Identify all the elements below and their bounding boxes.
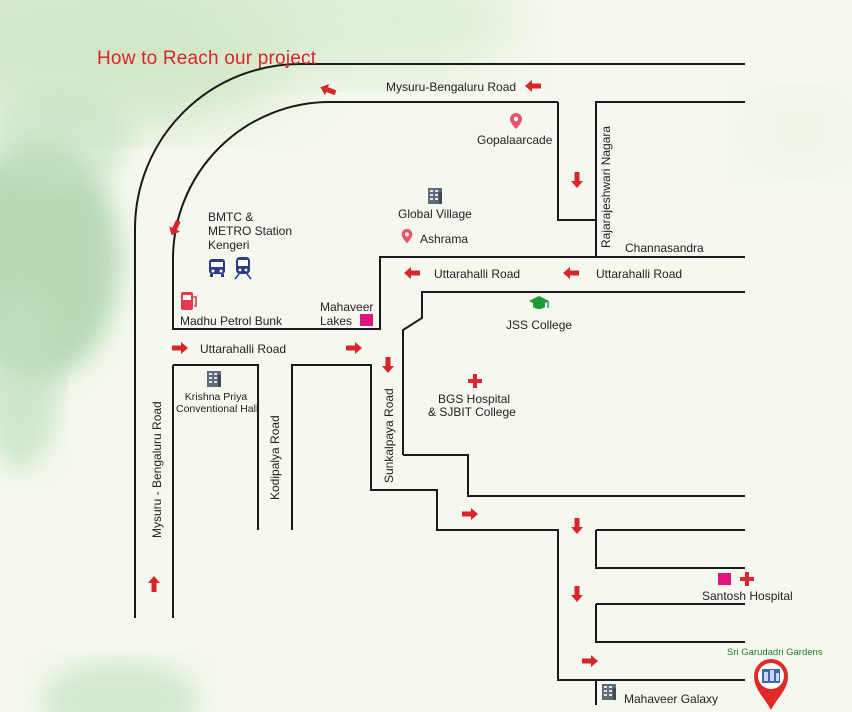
arrow-down-sunkalpaya	[382, 357, 394, 373]
label-uttarahalli-road-left: Uttarahalli Road	[200, 342, 287, 356]
arrow-right-galaxy	[582, 655, 598, 667]
bus-icon	[209, 259, 225, 277]
label-bmtc-line1: BMTC &	[208, 210, 254, 224]
arrow-up-mysuru	[148, 576, 160, 592]
arrow-right-uttarahalli-left	[172, 342, 188, 354]
label-uttarahalli-road-right: Uttarahalli Road	[596, 267, 683, 281]
label-uttarahalli-road-mid: Uttarahalli Road	[434, 267, 521, 281]
label-channasandra: Channasandra	[625, 241, 704, 255]
hospital-cross-icon	[468, 374, 482, 388]
label-bgs-line2: & SJBIT College	[428, 405, 516, 419]
road-mysuru-bengaluru-inner	[172, 101, 745, 330]
label-kodipalya-road: Kodipalya Road	[268, 415, 282, 500]
road-rajarajeshwari-west	[557, 102, 596, 221]
label-mahaveer-lakes-line1: Mahaveer	[320, 300, 374, 314]
label-bgs-line1: BGS Hospital	[438, 392, 511, 406]
label-sri-garudadri-gardens: Sri Garudadri Gardens	[727, 647, 823, 658]
label-santosh-hospital: Santosh Hospital	[702, 589, 793, 603]
label-krishna-priya-line2: Conventional Hall	[176, 403, 259, 415]
map-title: How to Reach our project	[97, 48, 317, 69]
arrow-right-lower	[462, 508, 478, 520]
building-icon	[602, 684, 616, 700]
arrow-left-curve	[318, 81, 338, 99]
arrow-left-uttarahalli-right	[563, 267, 579, 279]
road-sunkalpaya-inner	[403, 454, 745, 497]
fuel-pump-icon	[181, 292, 197, 310]
label-mahaveer-lakes-line2: Lakes	[320, 314, 353, 328]
building-icon	[428, 188, 442, 204]
label-sunkalpaya-road: Sunkalpaya Road	[382, 388, 396, 483]
road-sunkalpaya-west	[402, 291, 745, 455]
label-rajarajeshwari-nagara: Rajarajeshwari Nagara	[599, 125, 613, 248]
label-jss-college: JSS College	[506, 318, 573, 332]
santosh-hospital-marker	[718, 573, 731, 585]
arrow-right-uttarahalli-end	[346, 342, 362, 354]
arrow-down-rr	[571, 172, 583, 188]
location-pin-icon	[510, 113, 522, 129]
road-kodipalya	[291, 364, 745, 681]
arrow-down-lower-2	[571, 586, 583, 602]
graduation-cap-icon	[529, 296, 549, 309]
road-lines	[134, 63, 745, 705]
arrow-left-top	[525, 80, 541, 92]
label-mysuru-bengaluru-vertical: Mysuru - Bengaluru Road	[150, 401, 164, 538]
label-bmtc-line3: Kengeri	[208, 238, 250, 252]
location-pin-icon	[401, 228, 413, 244]
road-uttarahalli-mid	[173, 364, 259, 530]
road-mysuru-bengaluru-outer	[134, 63, 745, 618]
label-madhu-petrol-bunk: Madhu Petrol Bunk	[180, 314, 283, 328]
label-global-village: Global Village	[398, 207, 472, 221]
label-mahaveer-galaxy: Mahaveer Galaxy	[624, 692, 719, 706]
label-mysuru-bengaluru-road: Mysuru-Bengaluru Road	[386, 80, 517, 94]
project-marker-icon	[754, 659, 788, 710]
mahaveer-lakes-marker	[360, 314, 373, 326]
label-gopalaarcade: Gopalaarcade	[477, 133, 553, 147]
hospital-cross-icon	[740, 572, 754, 586]
road-rajarajeshwari-east	[595, 101, 745, 220]
building-icon	[207, 371, 221, 387]
road-santosh-block	[595, 529, 745, 569]
label-bmtc-line2: METRO Station	[208, 224, 293, 238]
label-ashrama: Ashrama	[420, 232, 469, 246]
metro-train-icon	[234, 257, 252, 280]
road-galaxy-block	[595, 603, 745, 643]
arrow-left-uttarahalli-mid	[404, 267, 420, 279]
label-krishna-priya-line1: Krishna Priya	[184, 391, 248, 403]
arrow-down-lower-1	[571, 518, 583, 534]
